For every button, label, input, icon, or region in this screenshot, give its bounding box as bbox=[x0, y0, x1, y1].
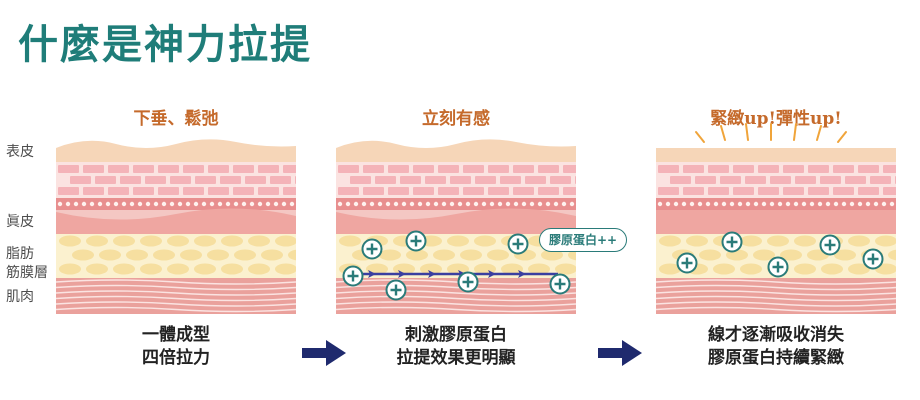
panel-1-heading: 下垂、鬆弛 bbox=[133, 109, 219, 129]
panel-3-heading: 緊緻up!彈性up! bbox=[710, 109, 842, 129]
collagen-plus-icon bbox=[457, 271, 479, 293]
pdo-thread bbox=[354, 270, 558, 278]
label-epidermis: 表皮 bbox=[6, 144, 34, 160]
collagen-plus-icon bbox=[549, 273, 571, 295]
label-fat: 脂肪 bbox=[6, 246, 34, 262]
arrow-right-icon bbox=[598, 340, 642, 366]
skin-layers bbox=[336, 139, 576, 314]
collagen-plus-icon bbox=[862, 248, 884, 270]
skin-layers bbox=[56, 139, 296, 314]
page-title: 什麼是神力拉提 bbox=[18, 21, 312, 68]
collagen-plus-icon bbox=[676, 252, 698, 274]
collagen-plus-icon bbox=[819, 234, 841, 256]
label-fascia: 筋膜層 bbox=[6, 265, 48, 281]
collagen-plus-icon bbox=[507, 233, 529, 255]
collagen-plus-icon bbox=[767, 256, 789, 278]
collagen-plus-icon bbox=[405, 230, 427, 252]
collagen-plus-icon bbox=[361, 238, 383, 260]
skin-diagram-1 bbox=[56, 139, 296, 314]
panel-2-heading: 立刻有感 bbox=[422, 109, 490, 129]
collagen-plus-icon bbox=[721, 231, 743, 253]
panel-3-caption: 線才逐漸吸收消失 膠原蛋白持續緊緻 bbox=[708, 325, 844, 368]
label-dermis: 眞皮 bbox=[6, 214, 34, 230]
label-muscle: 肌肉 bbox=[6, 289, 34, 305]
skin-diagram-2 bbox=[336, 139, 576, 314]
collagen-plus-icon bbox=[342, 265, 364, 287]
skin-diagram-3 bbox=[656, 148, 896, 314]
panel-1-caption: 一體成型 四倍拉力 bbox=[142, 325, 210, 368]
sparkle-ray-icon bbox=[695, 123, 847, 143]
panel-2-caption: 刺激膠原蛋白 拉提效果更明顯 bbox=[396, 325, 516, 368]
arrow-right-icon bbox=[302, 340, 346, 366]
collagen-plus-icon bbox=[385, 279, 407, 301]
skin-layers bbox=[656, 148, 896, 314]
collagen-bubble: 膠原蛋白++ bbox=[539, 228, 627, 252]
